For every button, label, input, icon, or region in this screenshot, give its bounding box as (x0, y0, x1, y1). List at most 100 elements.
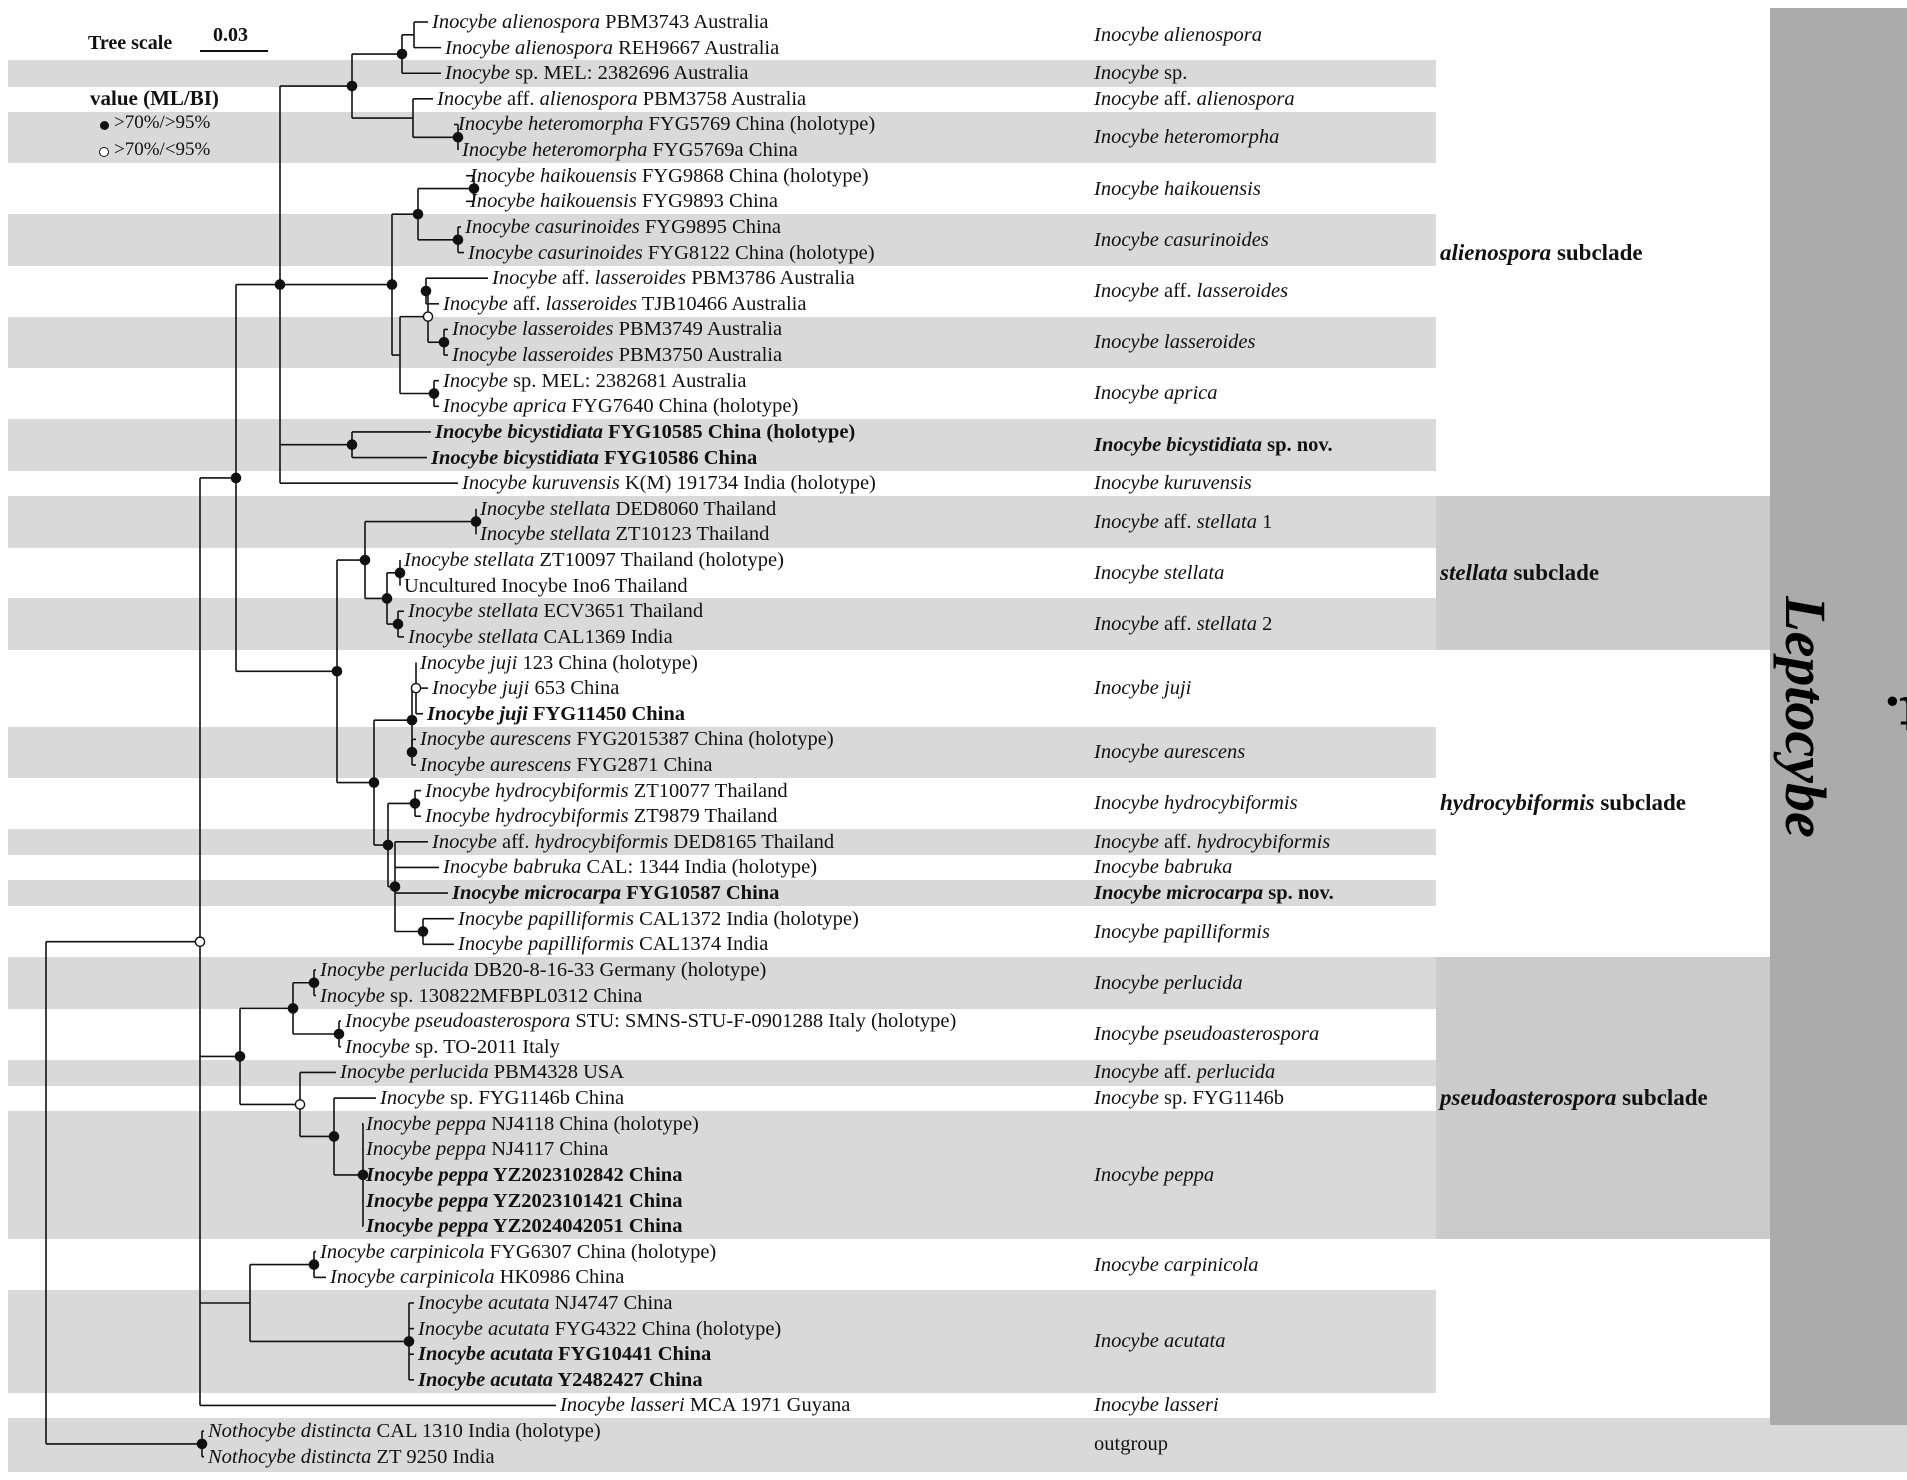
tip-voucher: PBM3758 Australia (642, 87, 807, 110)
tip-voucher: FYG5769a China (652, 139, 798, 162)
tip-label: Inocybe acutata NJ4747 China (418, 1291, 673, 1315)
tip-genus: Inocybe (437, 87, 502, 110)
tip-label: Inocybe pseudoasterospora STU: SMNS-STU-… (345, 1009, 956, 1033)
species-label-part: Inocybe microcarpa (1094, 882, 1264, 905)
tip-epithet: stellata (478, 625, 539, 648)
support-dot-filled (382, 839, 394, 851)
tip-epithet: babruka (513, 856, 582, 879)
tip-voucher: FYG4322 China (holotype) (554, 1317, 782, 1340)
species-label: Inocybe hydrocybiformis (1094, 791, 1298, 815)
species-label: Inocybe microcarpa sp. nov. (1094, 881, 1334, 905)
tip-voucher: NJ4117 China (491, 1138, 609, 1161)
row-band (8, 495, 1436, 523)
species-label-part: Inocybe aprica (1094, 382, 1218, 405)
tip-genus: Inocybe (366, 1163, 434, 1186)
species-label-part: Inocybe pseudoasterospora (1094, 1022, 1320, 1045)
species-label: Inocybe acutata (1094, 1329, 1226, 1353)
tip-label: Inocybe casurinoides FYG8122 China (holo… (468, 241, 875, 265)
tip-genus: Inocybe (443, 292, 508, 315)
tip-genus: Inocybe (345, 1010, 410, 1033)
tip-epithet: haikouensis (540, 164, 637, 187)
tip-genus: Inocybe (345, 1035, 410, 1058)
row-band (8, 624, 1436, 651)
tip-epithet: lasseroides (545, 292, 638, 315)
support-dot-filled (346, 439, 358, 451)
tip-epithet: peppa (438, 1163, 489, 1186)
tip-genus: Inocybe (330, 1266, 395, 1289)
tip-label: Inocybe peppa NJ4118 China (holotype) (366, 1112, 699, 1136)
species-label-part: sp. (1158, 62, 1188, 85)
support-dot-filled (406, 746, 418, 758)
support-dot-filled (346, 80, 358, 92)
species-label: Inocybe stellata (1094, 561, 1224, 585)
tip-epithet: stellata (474, 549, 535, 572)
tip-genus: Inocybe (458, 113, 523, 136)
tip-label: Inocybe lasseri MCA 1971 Guyana (560, 1393, 850, 1417)
tip-voucher: FYG10585 China (holotype) (608, 420, 856, 443)
species-label: Inocybe aprica (1094, 381, 1218, 405)
species-label-part: sp. nov. (1261, 433, 1333, 456)
tip-label: Inocybe perlucida PBM4328 USA (340, 1060, 624, 1084)
row-band (8, 1059, 1436, 1086)
species-label-part: stellata (1196, 613, 1257, 636)
tip-label: Inocybe bicystidiata FYG10585 China (hol… (435, 420, 855, 444)
tip-voucher: YZ2023101421 China (492, 1189, 683, 1212)
tip-genus: Inocybe (465, 215, 530, 238)
support-dot-filled (386, 279, 398, 290)
support-dot-filled (308, 977, 320, 989)
tip-label: Inocybe perlucida DB20-8-16-33 Germany (… (320, 958, 766, 982)
tip-genus: Inocybe (470, 190, 535, 213)
support-dot-filled (452, 131, 464, 143)
species-label: Inocybe peppa (1094, 1163, 1214, 1187)
tip-genus: Inocybe (480, 523, 545, 546)
tip-genus: Inocybe (425, 805, 490, 828)
subclade-label: stellata subclade (1440, 560, 1599, 586)
subclade-suffix: subclade (1616, 1085, 1708, 1111)
tip-epithet: distincta (300, 1420, 372, 1443)
tip-voucher: FYG9893 China (641, 190, 779, 213)
outgroup-band (8, 1418, 1907, 1472)
row-band (8, 1367, 1436, 1394)
row-band (8, 1110, 1436, 1137)
tip-epithet: aprica (513, 395, 567, 418)
tree-scale-bar (200, 50, 268, 52)
tip-voucher: sp. FYG1146b China (450, 1087, 625, 1110)
species-label: Inocybe aff. stellata 2 (1094, 612, 1272, 636)
tip-epithet: haikouensis (540, 190, 637, 213)
tip-epithet: peppa (436, 1112, 487, 1135)
tip-genus: Inocybe (432, 11, 497, 33)
tip-label: Inocybe hydrocybiformis ZT10077 Thailand (425, 779, 788, 803)
subclade-name: alienospora (1440, 239, 1552, 265)
species-label-part: stellata (1196, 510, 1257, 533)
support-dot-filled (394, 567, 406, 579)
tip-epithet: heteromorpha (532, 139, 648, 162)
tip-voucher: PBM3750 Australia (618, 344, 783, 367)
species-label-part: Inocybe lasseri (1094, 1394, 1219, 1417)
species-label: Inocybe babruka (1094, 855, 1232, 879)
tip-label: Inocybe haikouensis FYG9893 China (470, 189, 778, 213)
species-label-part: Inocybe alienospora (1094, 23, 1262, 46)
support-dot-filled (468, 183, 480, 194)
subclade-suffix: subclade (1594, 790, 1686, 816)
species-label-part: Inocybe haikouensis (1094, 177, 1261, 200)
tip-epithet: heteromorpha (528, 113, 644, 136)
tip-label: Inocybe aff. hydrocybiformis DED8165 Tha… (432, 830, 835, 853)
tip-epithet: papilliformis (528, 933, 634, 956)
tip-label: Inocybe lasseroides PBM3750 Australia (452, 343, 782, 367)
tip-voucher: HK0986 China (499, 1266, 625, 1289)
tip-label: Inocybe heteromorpha FYG5769 China (holo… (458, 112, 875, 136)
tip-genus: Inocybe (443, 395, 508, 418)
tip-genus: Inocybe (432, 677, 497, 700)
legend-open-label: >70%/<95% (114, 139, 211, 160)
tip-voucher: FYG10586 China (604, 446, 758, 469)
species-label-part: hydrocybiformis (1196, 830, 1331, 853)
tip-epithet: bicystidiata (507, 420, 603, 443)
tip-genus: Inocybe (427, 702, 495, 725)
tip-epithet: perlucida (410, 1061, 489, 1084)
tip-label: Inocybe sp. MEL: 2382696 Australia (445, 61, 748, 85)
tip-genus: Inocybe (340, 1061, 405, 1084)
tip-epithet: pseudoasterospora (415, 1010, 571, 1033)
tip-voucher: sp. 130822MFBPL0312 China (390, 984, 643, 1007)
row-band (8, 444, 1436, 471)
